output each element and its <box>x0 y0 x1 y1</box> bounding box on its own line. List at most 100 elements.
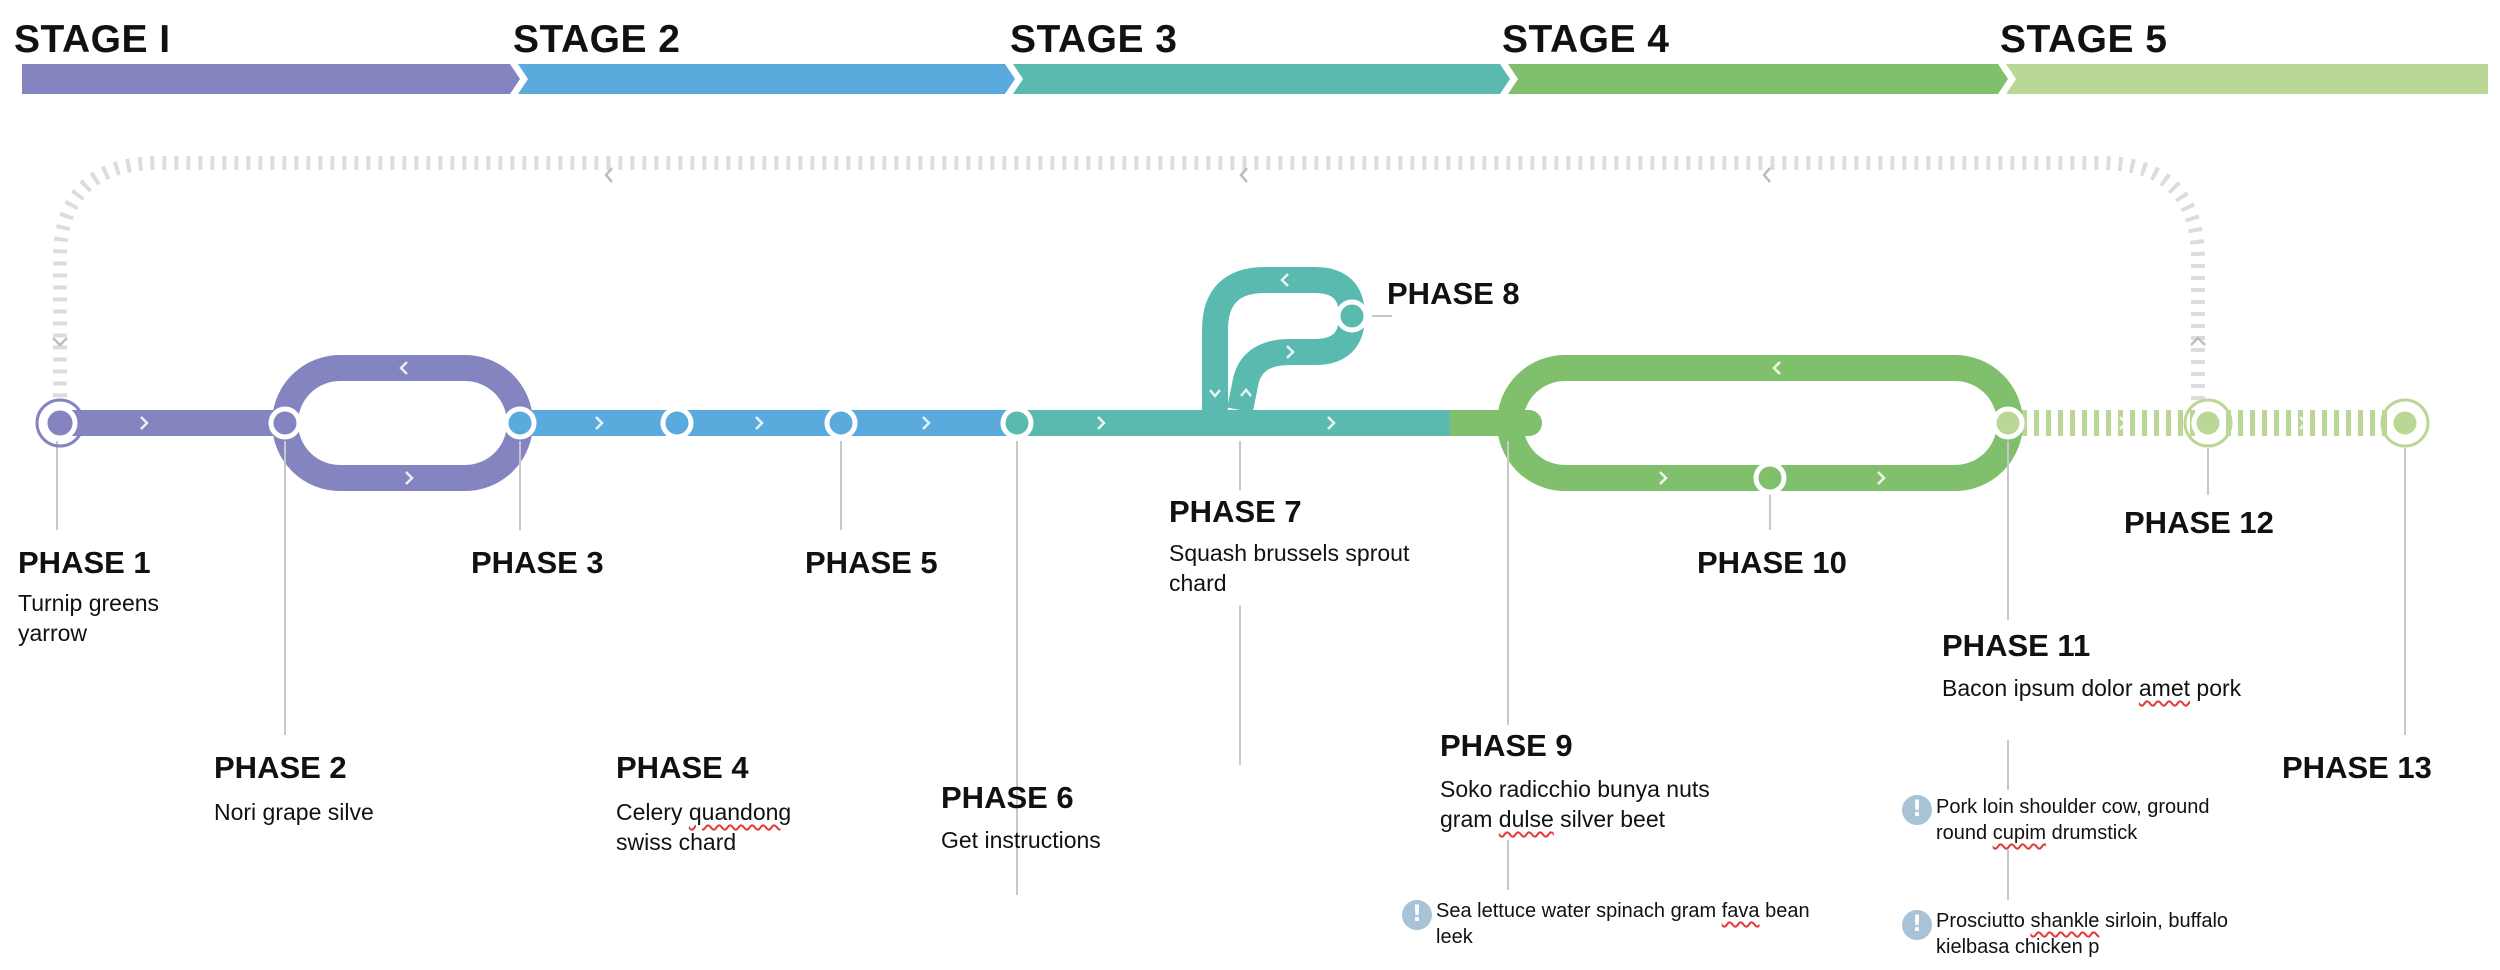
stage-1-arrow <box>22 64 520 94</box>
note-3-b: bean leek <box>1436 900 1810 948</box>
phase7-pill <box>1190 410 1278 436</box>
chevron-left-icon <box>1772 361 1781 375</box>
loop-stage4 <box>1497 355 2023 491</box>
stage-2-label: STAGE 2 <box>513 18 681 61</box>
node-phase12[interactable] <box>2191 406 2225 440</box>
chevron-right-icon <box>755 416 764 430</box>
branch-phase8 <box>1202 267 1365 413</box>
stage-1-label: STAGE I <box>14 18 171 61</box>
note-2-a: Prosciutto <box>1936 910 2031 932</box>
phase-9-desc-a: Soko radicchio bunya nuts gram <box>1440 776 1710 832</box>
chevron-right-icon <box>405 471 414 485</box>
exclamation-icon: ! <box>1902 795 1932 825</box>
stage-4-label: STAGE 4 <box>1502 18 1670 61</box>
phase-11-title: PHASE 11 <box>1942 628 2091 663</box>
node-phase4[interactable] <box>660 406 694 440</box>
ring-phase1 <box>35 398 85 448</box>
phase-11-note-1: Pork loin shoulder cow, ground round cup… <box>1936 794 2266 846</box>
loop-stage1 <box>272 355 533 491</box>
phase-11-desc-a: Bacon ipsum dolor <box>1942 675 2139 701</box>
phase-4-desc: Celery quandong swiss chard <box>616 797 826 857</box>
phase-13-title: PHASE 13 <box>2282 750 2432 785</box>
node-phase6[interactable] <box>1000 406 1034 440</box>
chevron-right-icon <box>1659 471 1668 485</box>
phase-11-desc: Bacon ipsum dolor amet pork <box>1942 673 2242 703</box>
phase-4-desc-b: swiss chard <box>616 829 737 855</box>
direction-chevrons <box>140 273 2308 485</box>
node-phase13[interactable] <box>2388 406 2422 440</box>
exclamation-icon: ! <box>1902 910 1932 940</box>
phase-4-desc-a: Celery <box>616 799 689 825</box>
chevron-right-icon <box>140 416 149 430</box>
phase-8-title: PHASE 8 <box>1387 276 1520 311</box>
phase-2-title: PHASE 2 <box>214 750 347 785</box>
node-phase3[interactable] <box>503 406 537 440</box>
phase-nodes <box>42 299 2422 495</box>
chevron-down-icon <box>1209 389 1221 398</box>
phase-6-title: PHASE 6 <box>941 780 1074 815</box>
phase-11-note-2: Prosciutto shankle sirloin, buffalo kiel… <box>1936 908 2266 960</box>
stage-5-label: STAGE 5 <box>2000 18 2168 61</box>
phase-10-title: PHASE 10 <box>1697 545 1847 580</box>
note-1-b: drumstick <box>2046 822 2138 844</box>
return-track-arrows <box>52 167 2206 347</box>
note-1-a: Pork loin shoulder cow, ground round <box>1936 796 2210 844</box>
node-phase2[interactable] <box>268 406 302 440</box>
spellcheck-word: amet <box>2138 675 2191 701</box>
exclamation-icon: ! <box>1402 900 1432 930</box>
phase-12-title: PHASE 12 <box>2124 505 2274 540</box>
track-arrow <box>1762 167 1771 183</box>
stage-3-arrow <box>1013 64 1510 94</box>
phase-9-desc-b: silver beet <box>1553 806 1665 832</box>
phase-9-note: Sea lettuce water spinach gram fava bean… <box>1436 898 1826 950</box>
node-phase11[interactable] <box>1991 406 2025 440</box>
connector-lines <box>56 315 2406 900</box>
phase-4-title: PHASE 4 <box>616 750 749 785</box>
phase-3-title: PHASE 3 <box>471 545 604 580</box>
node-rings <box>35 398 2430 448</box>
chevron-up-icon <box>1240 388 1252 397</box>
node-phase10[interactable] <box>1753 461 1787 495</box>
chevron-right-icon <box>2299 416 2308 430</box>
phase-7-desc: Squash brussels sprout chard <box>1169 540 1410 596</box>
spellcheck-word: cupim <box>1992 822 2047 844</box>
node-phase8[interactable] <box>1335 299 1369 333</box>
note-3-a: Sea lettuce water spinach gram <box>1436 900 1722 922</box>
phase-2-desc: Nori grape silve <box>214 799 374 825</box>
stage-2-arrow <box>518 64 1015 94</box>
phase-7-title: PHASE 7 <box>1169 494 1302 529</box>
stage-5-arrow <box>2006 64 2488 94</box>
chevron-right-icon <box>1286 345 1295 359</box>
spellcheck-word: fava <box>1721 900 1760 922</box>
track-arrow <box>52 337 68 347</box>
phase-9-desc: Soko radicchio bunya nuts gram dulse sil… <box>1440 774 1750 834</box>
phase-1-title: PHASE 1 <box>18 545 151 580</box>
phase-9-title: PHASE 9 <box>1440 728 1573 763</box>
chevron-right-icon <box>595 416 604 430</box>
phase-11-desc-b: pork <box>2190 675 2242 701</box>
phase-1-desc: Turnip greens yarrow <box>18 590 160 646</box>
chevron-left-icon <box>1280 273 1289 287</box>
chevron-right-icon <box>2119 416 2128 430</box>
note-2-b: sirloin, buffalo kielbasa chicken p <box>1936 910 2229 958</box>
chevron-left-icon <box>399 361 408 375</box>
stage-4-arrow <box>1508 64 2008 94</box>
track-arrow <box>1239 167 1248 183</box>
track-arrow <box>2190 336 2206 346</box>
phase9-pill <box>1452 410 1542 436</box>
spellcheck-word: quandong <box>688 799 792 825</box>
stage-arrows <box>22 64 2488 94</box>
chevron-right-icon <box>1327 416 1336 430</box>
chevron-right-icon <box>1097 416 1106 430</box>
phase-5-title: PHASE 5 <box>805 545 938 580</box>
chevron-right-icon <box>922 416 931 430</box>
stage-3-label: STAGE 3 <box>1010 18 1178 61</box>
spellcheck-word: dulse <box>1498 806 1554 832</box>
spellcheck-word: shankle <box>2030 910 2100 932</box>
phase-6-desc: Get instructions <box>941 827 1101 853</box>
node-phase1[interactable] <box>42 405 78 441</box>
node-phase5[interactable] <box>824 406 858 440</box>
ring-phase12 <box>2183 398 2233 448</box>
ring-phase13 <box>2380 398 2430 448</box>
